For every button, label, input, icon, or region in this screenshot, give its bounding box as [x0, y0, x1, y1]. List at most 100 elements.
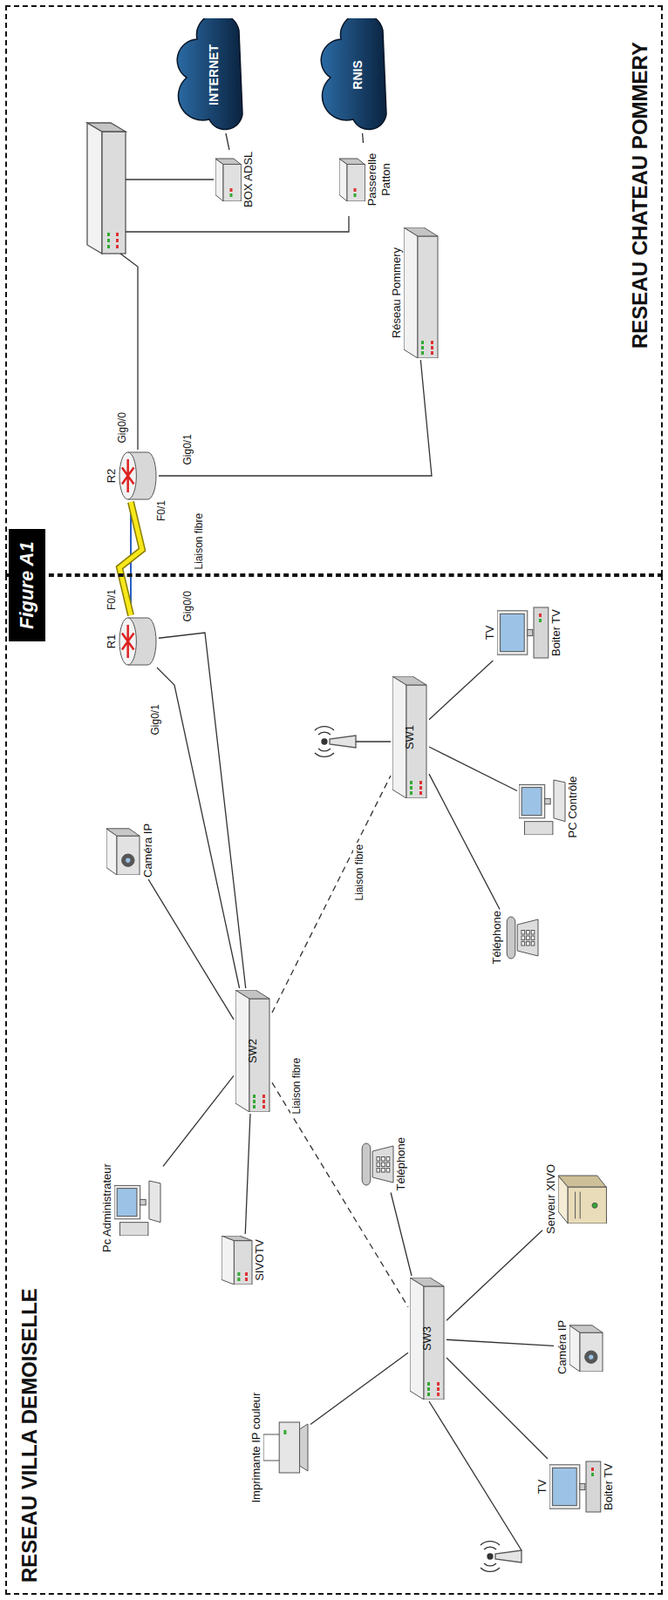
device-label: Boiter TV — [601, 1464, 616, 1512]
device-label: Caméra IP — [555, 1321, 570, 1376]
device-icon — [518, 779, 566, 836]
device-node: R1 — [102, 615, 159, 668]
pc-symbol — [114, 1180, 162, 1237]
port-label: Gig0/0 — [181, 589, 194, 624]
device-node: Imprimante IP couleur — [247, 1391, 311, 1507]
zone-heading: RESEAU VILLA DEMOISELLE — [17, 1288, 42, 1584]
link-label: Liaison fibre — [192, 511, 205, 573]
network-wire — [355, 741, 391, 743]
network-cable — [429, 661, 493, 721]
fibre-link — [119, 502, 143, 616]
pc-symbol — [518, 779, 566, 836]
device-label: PC Contrôle — [565, 777, 580, 839]
device-icon — [221, 1236, 253, 1286]
device-node: INTERNET — [172, 16, 255, 134]
device-label: Téléphone — [394, 1138, 409, 1192]
port-label: Gig0/1 — [149, 702, 162, 737]
device-icon — [263, 1422, 309, 1475]
network-cable — [446, 1358, 548, 1460]
port-label: F0/1 — [105, 587, 118, 613]
router-symbol — [118, 617, 157, 667]
device-node: Téléphone — [488, 909, 541, 967]
device-label: Imprimante IP couleur — [249, 1393, 264, 1505]
device-node: PC Contrôle — [517, 775, 582, 841]
network-cable — [310, 1353, 409, 1425]
device-icon: SW1 — [392, 676, 428, 799]
device-icon — [118, 451, 157, 501]
device-node: TVBoiter TV — [481, 605, 566, 662]
device-label: BOX ADSL — [241, 151, 256, 208]
network-cable — [158, 633, 246, 989]
device-node: SW1 — [390, 674, 430, 801]
network-cable — [446, 1231, 543, 1323]
device-icon: INTERNET — [174, 18, 253, 132]
device-node: TV Boiter TV — [533, 1459, 618, 1516]
network-cable — [245, 1114, 251, 1235]
zone-heading: RESEAU CHATEAU POMMERY — [627, 41, 653, 349]
device-label: INTERNET — [206, 44, 221, 106]
connector-layer — [119, 133, 554, 1460]
device-label: R2 — [104, 469, 119, 484]
network-wire — [125, 178, 214, 180]
device-icon — [504, 916, 539, 961]
device-node: Passerelle Patton — [337, 143, 396, 217]
network-cable — [163, 1076, 234, 1167]
network-cable — [272, 776, 391, 1014]
network-wire — [429, 1402, 522, 1552]
device-icon: RNIS — [318, 18, 397, 132]
phone-symbol — [359, 1143, 395, 1187]
port-label: F0/1 — [155, 498, 168, 524]
wifi-antenna — [314, 727, 356, 758]
network-cable — [158, 360, 432, 477]
network-zone: RESEAU VILLA DEMOISELLE R1 Pc Administrate… — [5, 575, 663, 1596]
device-node: RNIS — [316, 16, 399, 134]
network-wire — [125, 216, 349, 232]
device-label: Réseau Pommery — [389, 247, 404, 339]
device-icon — [549, 1461, 602, 1514]
network-cable — [429, 774, 500, 910]
printer-symbol — [263, 1422, 309, 1475]
device-icon — [569, 1323, 605, 1373]
device-label: Caméra IP — [141, 824, 156, 879]
port-label: Gig0/0 — [115, 410, 129, 445]
device-label: Serveur XIVO — [544, 1165, 559, 1235]
device-node: SW3 — [408, 1276, 447, 1403]
device-label: Boiter TV — [549, 609, 564, 657]
device-label: SW2 — [245, 1039, 260, 1064]
figure-tab: Figure A1 — [8, 529, 46, 642]
device-label: Téléphone — [490, 911, 505, 965]
device-node: Caméra IP — [553, 1319, 607, 1377]
tv-symbol — [497, 606, 550, 660]
device-icon: SW2 — [235, 990, 271, 1113]
device-icon — [339, 157, 366, 202]
switch-symbol — [221, 1236, 253, 1286]
device-icon — [118, 617, 157, 667]
device-node: R2 — [102, 449, 159, 503]
device-label: RNIS — [350, 60, 365, 89]
device-icon — [497, 606, 550, 660]
device-label: TV — [535, 1480, 550, 1496]
network-zone: RESEAU CHATEAU POMMERY R2 BOX ADSL INTERNET… — [5, 5, 663, 576]
port-label: Gig0/1 — [181, 432, 194, 467]
device-icon — [215, 157, 242, 202]
device-node: Caméra IP — [104, 822, 157, 880]
device-icon — [106, 826, 142, 876]
device-icon — [359, 1143, 395, 1187]
device-icon — [403, 227, 439, 359]
device-label: Pc Administrateur — [100, 1164, 115, 1254]
box-symbol — [339, 157, 366, 202]
device-node: Téléphone — [357, 1136, 410, 1193]
link-label: Liaison fibre — [353, 843, 366, 904]
network-cable — [272, 1083, 409, 1308]
device-node: BOX ADSL — [213, 149, 258, 210]
device-node: SIVOTV — [219, 1234, 269, 1288]
link-label: Liaison fibre — [290, 1056, 303, 1118]
device-node: SW2 — [233, 988, 273, 1115]
device-node: Pc Administrateur — [98, 1162, 164, 1255]
network-cable — [361, 133, 364, 144]
network-cable — [225, 133, 230, 150]
device-node: Serveur XIVO — [542, 1163, 609, 1237]
tv-symbol — [549, 1461, 602, 1514]
device-icon: SW3 — [409, 1278, 445, 1401]
box-symbol — [215, 157, 242, 202]
